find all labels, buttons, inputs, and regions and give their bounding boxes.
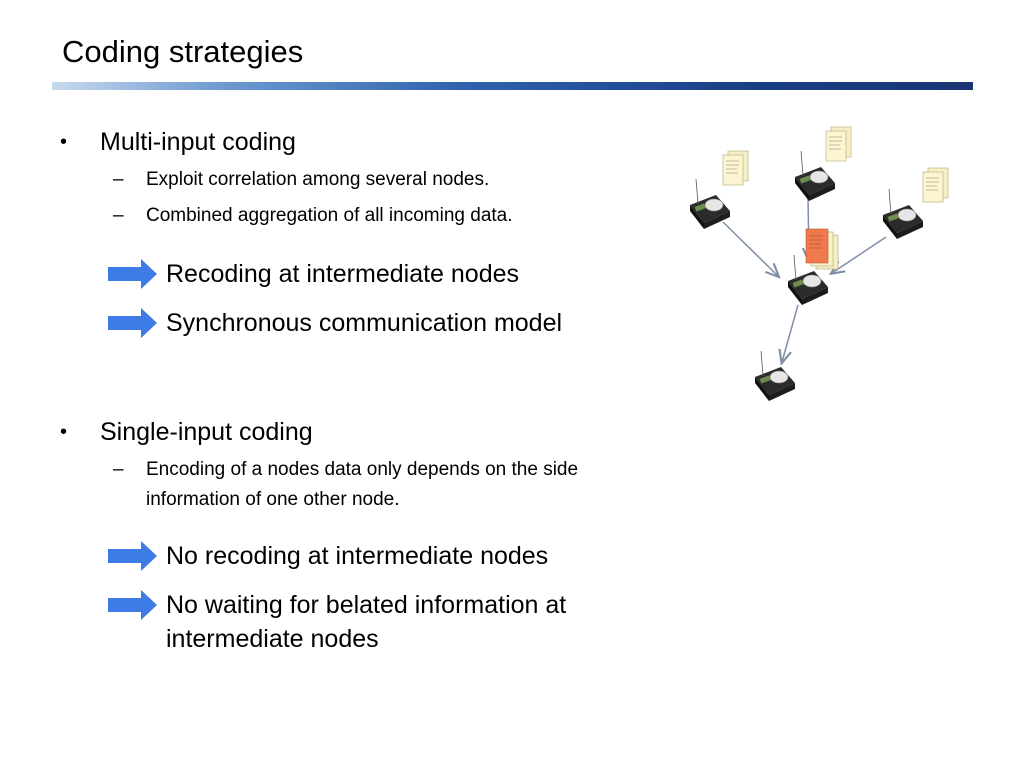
implication-text: No recoding at intermediate nodes (166, 542, 549, 570)
right-arrow-icon (108, 590, 157, 620)
document-icon (922, 167, 949, 203)
sub-point-text: Combined aggregation of all incoming dat… (146, 205, 513, 226)
sub-point-text-line: information of one other node. (146, 489, 400, 510)
sub-point-text-line: Encoding of a nodes data only depends on… (146, 459, 579, 480)
sensor-node-icon (882, 188, 924, 240)
document-icon (805, 228, 839, 270)
bullet-heading: Single-input coding (100, 418, 313, 446)
implication-text-line: intermediate nodes (166, 625, 379, 653)
sensor-network-diagram (689, 126, 949, 402)
link-arrow (782, 304, 799, 362)
bullet-heading: Multi-input coding (100, 128, 296, 156)
right-arrow-icon (108, 308, 157, 338)
implication-text-line: No waiting for belated information at (166, 591, 567, 619)
document-icon (722, 150, 749, 186)
link-arrow (722, 221, 778, 276)
implication-text: Synchronous communication model (166, 309, 563, 337)
link-arrow (832, 236, 887, 273)
right-arrow-icon (108, 259, 157, 289)
slide-title: Coding strategies (62, 34, 304, 69)
sensor-node-icon (754, 350, 796, 402)
right-arrow-icon (108, 541, 157, 571)
bullet-dot: • (60, 421, 68, 443)
sensor-node-icon (689, 178, 731, 230)
title-rule (52, 82, 973, 90)
implication-text: Recoding at intermediate nodes (166, 260, 520, 288)
sub-point-text: Exploit correlation among several nodes. (146, 169, 490, 190)
bullet-dot: • (60, 131, 68, 153)
document-icon (825, 126, 852, 162)
